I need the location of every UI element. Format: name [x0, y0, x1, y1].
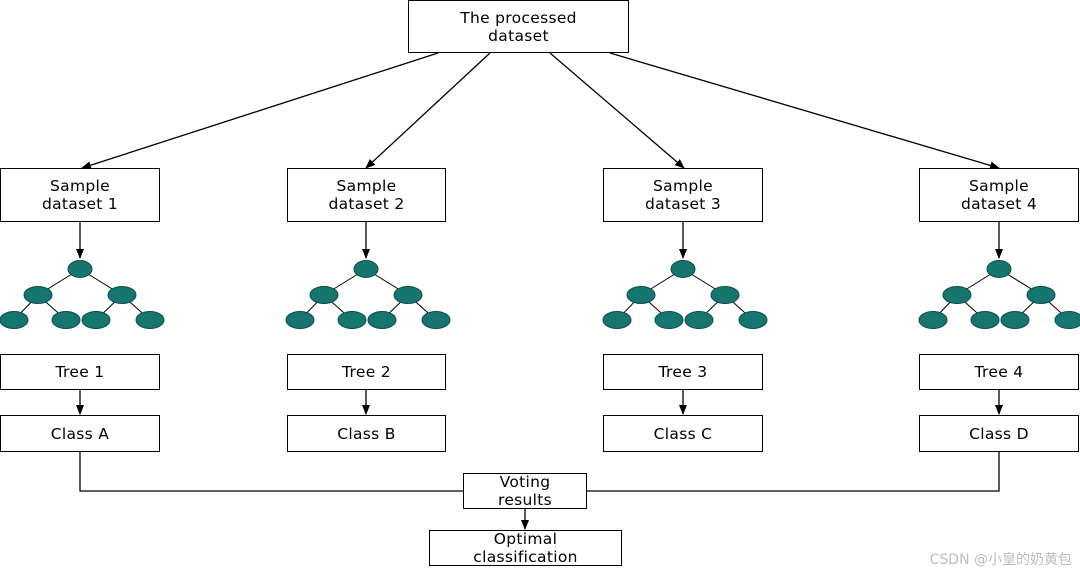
tree-node — [23, 286, 53, 304]
sample-dataset-2-box: Sample dataset 2 — [287, 168, 446, 222]
arrow-root-to-sample-2 — [365, 52, 491, 169]
decision-tree-icon-4 — [918, 260, 1080, 329]
arrow-root-to-sample-1 — [81, 52, 439, 170]
tree-4-box: Tree 4 — [919, 354, 1079, 390]
tree-node — [107, 286, 137, 304]
tree-node — [0, 311, 29, 329]
tree-node — [337, 311, 367, 329]
tree-node — [1026, 286, 1056, 304]
tree-node — [309, 286, 339, 304]
class-b-box: Class B — [287, 415, 446, 452]
voting-results-box: Voting results — [463, 473, 587, 509]
tree-node — [710, 286, 740, 304]
tree-node — [1054, 311, 1080, 329]
tree-node — [602, 311, 632, 329]
sample-dataset-3-box: Sample dataset 3 — [603, 168, 763, 222]
arrow-root-to-sample-3 — [549, 52, 685, 169]
sample-dataset-4-box: Sample dataset 4 — [919, 168, 1079, 222]
tree-node — [654, 311, 684, 329]
tree-node — [918, 311, 948, 329]
tree-node — [51, 311, 81, 329]
tree-node — [942, 286, 972, 304]
tree-node — [421, 311, 451, 329]
class-a-box: Class A — [0, 415, 160, 452]
processed-dataset-box: The processed dataset — [408, 0, 629, 53]
tree-node — [1000, 311, 1030, 329]
tree-icons — [0, 260, 1080, 329]
decision-tree-icon-2 — [285, 260, 451, 329]
tree-node — [670, 260, 696, 278]
tree-node — [684, 311, 714, 329]
tree-node — [135, 311, 165, 329]
tree-node — [986, 260, 1012, 278]
tree-node — [970, 311, 1000, 329]
arrow-root-to-sample-4 — [609, 52, 1000, 170]
tree-node — [626, 286, 656, 304]
tree-node — [81, 311, 111, 329]
class-d-box: Class D — [919, 415, 1079, 452]
tree-3-box: Tree 3 — [603, 354, 763, 390]
optimal-classification-box: Optimal classification — [429, 530, 622, 566]
tree-node — [353, 260, 379, 278]
tree-node — [738, 311, 768, 329]
line-class-d-to-voting — [587, 452, 1000, 492]
decision-tree-icon-1 — [0, 260, 165, 329]
line-class-a-to-voting — [79, 452, 464, 492]
class-c-box: Class C — [603, 415, 763, 452]
tree-2-box: Tree 2 — [287, 354, 446, 390]
decision-tree-icon-3 — [602, 260, 768, 329]
tree-node — [393, 286, 423, 304]
tree-1-box: Tree 1 — [0, 354, 160, 390]
tree-node — [285, 311, 315, 329]
tree-node — [67, 260, 93, 278]
sample-dataset-1-box: Sample dataset 1 — [0, 168, 160, 222]
watermark: CSDN @小皇的奶黄包 — [929, 552, 1072, 568]
tree-node — [367, 311, 397, 329]
